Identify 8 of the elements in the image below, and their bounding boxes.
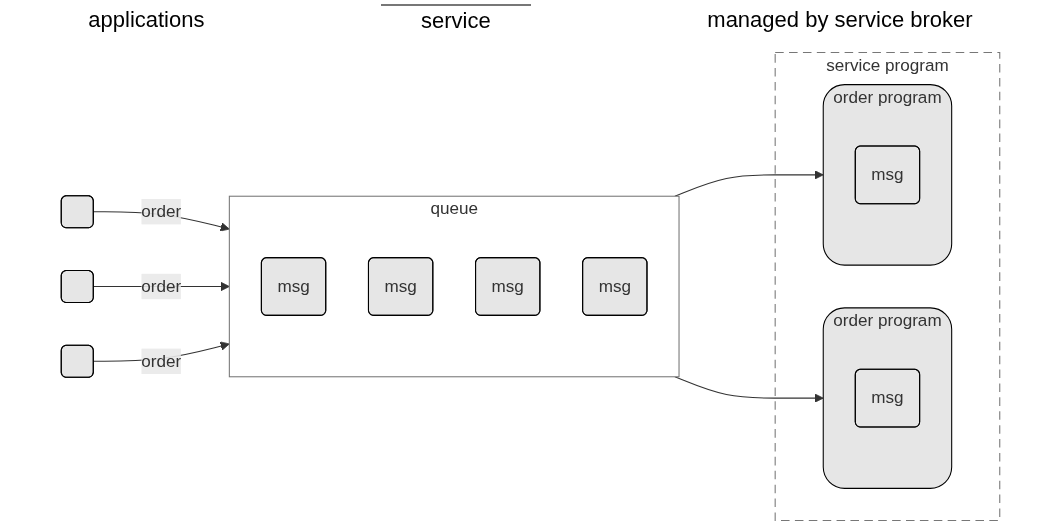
span-label: service xyxy=(381,4,531,36)
note-text: managed by service broker xyxy=(707,7,973,33)
group-heading: applications xyxy=(88,7,205,33)
edge-label: order xyxy=(141,202,182,221)
arrow xyxy=(674,170,824,197)
arrow xyxy=(674,376,824,403)
edge-label: order xyxy=(141,276,182,296)
edge-label: order xyxy=(141,351,182,370)
